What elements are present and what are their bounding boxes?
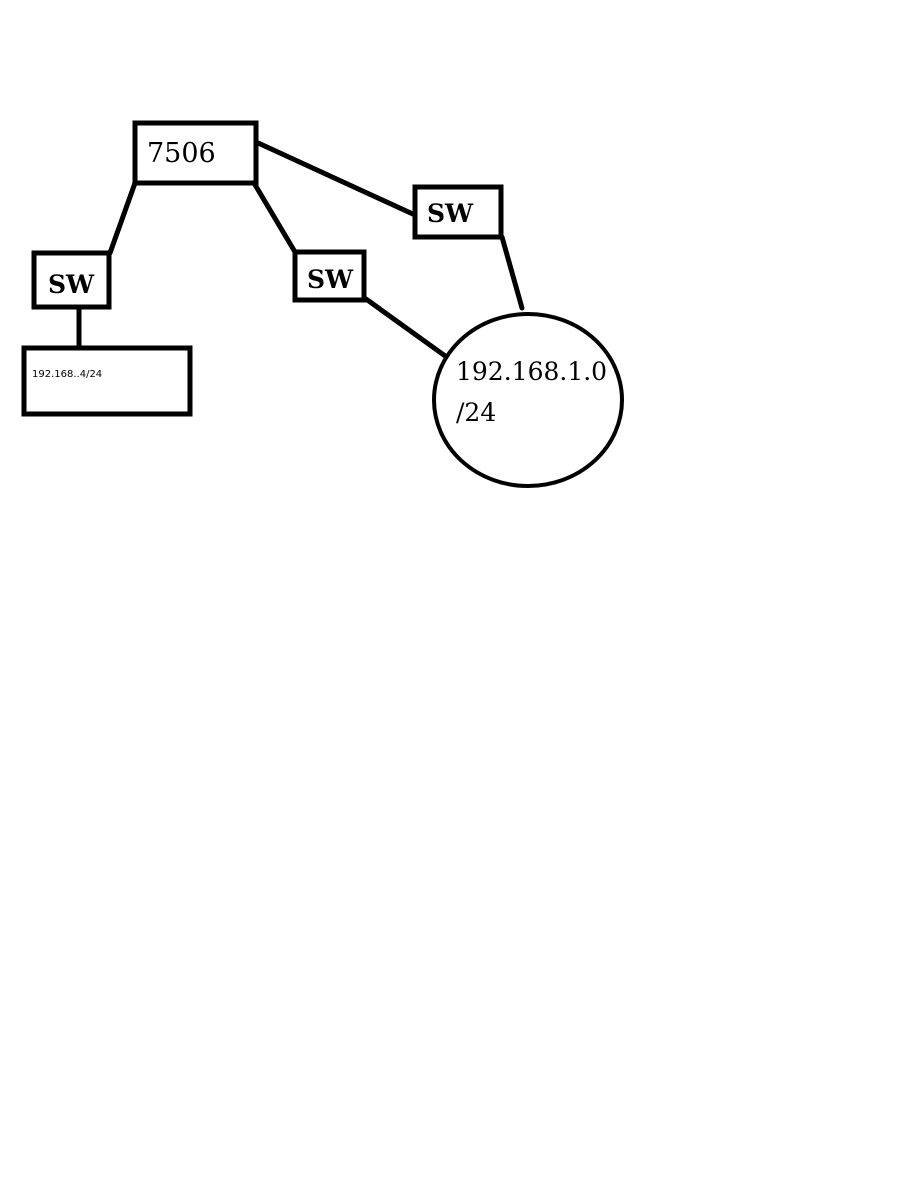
router-box <box>132 120 259 186</box>
link-router-switch-left <box>107 180 138 256</box>
subnet-right-node: 192.168.1.0 /24 <box>432 312 624 488</box>
switch-left-node: SW <box>31 250 112 310</box>
link-switch-middle-subnet-right <box>363 296 451 361</box>
router-label: 7506 <box>147 138 216 169</box>
switch-left-label: SW <box>48 270 95 299</box>
subnet-left-box <box>21 345 193 417</box>
subnet-right-label-line2: /24 <box>456 398 496 427</box>
router-node: 7506 <box>132 120 259 186</box>
switch-right-label: SW <box>427 199 474 228</box>
subnet-right-label-line1: 192.168.1.0 <box>456 357 607 386</box>
switch-middle-box <box>292 249 367 303</box>
switch-left-box <box>31 250 112 310</box>
subnet-right-circle <box>432 312 624 488</box>
link-switch-right-subnet-right <box>499 234 525 311</box>
subnet-left-label: 192.168..4/24 <box>32 369 102 380</box>
subnet-left-node: 192.168..4/24 <box>21 345 193 417</box>
switch-middle-label: SW <box>307 265 354 294</box>
switch-right-box <box>412 184 504 240</box>
link-router-switch-middle <box>251 180 298 255</box>
switch-right-node: SW <box>412 184 504 240</box>
link-router-switch-right <box>253 139 418 218</box>
switch-middle-node: SW <box>292 249 367 303</box>
